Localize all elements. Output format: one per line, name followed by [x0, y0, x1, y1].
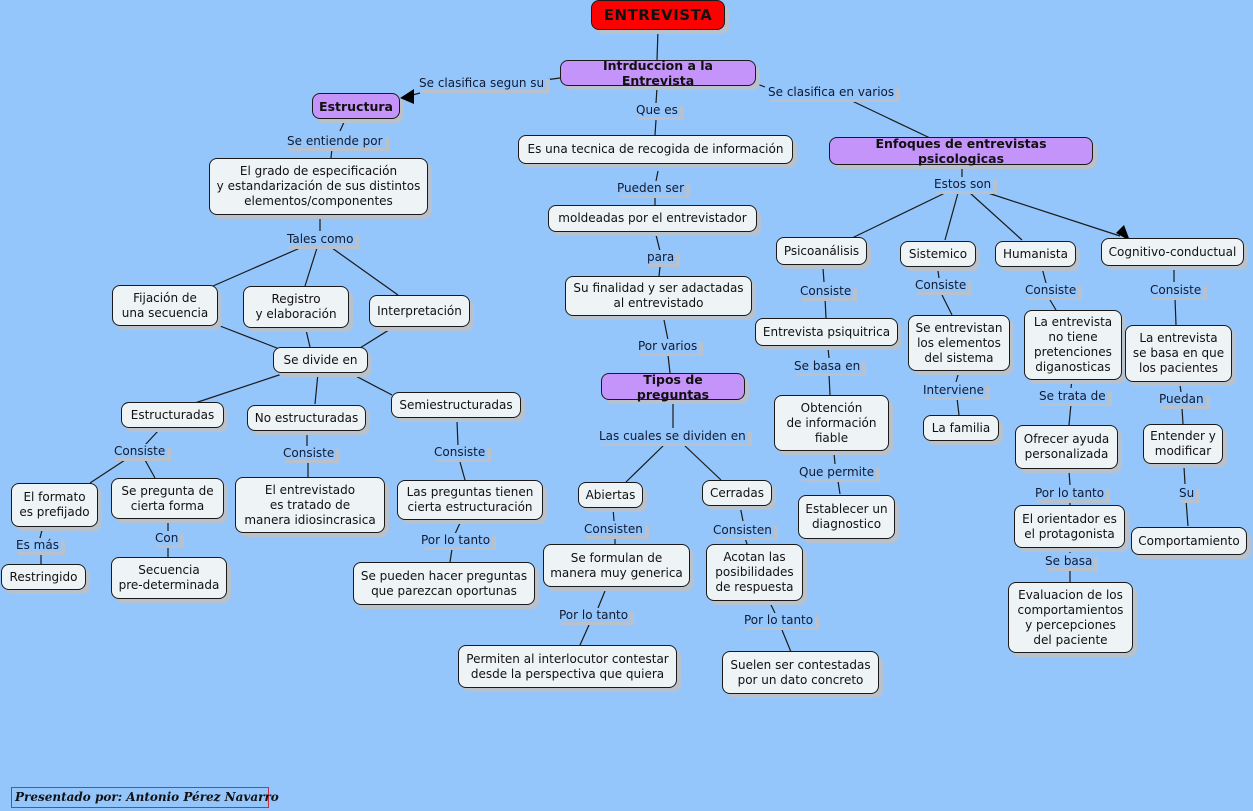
node-acotan[interactable]: Acotan las posibilidades de respuesta [706, 544, 803, 601]
link-label-consiste-humanista: Consiste [1023, 283, 1079, 297]
link-label-por-lo-tanto-cerradas: Por lo tanto [742, 613, 816, 627]
node-humanista[interactable]: Humanista [995, 241, 1076, 267]
node-permiten[interactable]: Permiten al interlocutor contestar desde… [458, 645, 677, 688]
node-tecnica[interactable]: Es una tecnica de recogida de informació… [518, 135, 793, 164]
node-se-formulan[interactable]: Se formulan de manera muy generica [543, 544, 690, 587]
link-label-interviene: Interviene [921, 383, 986, 397]
link-label-puedan: Puedan [1157, 392, 1206, 406]
node-oportunas[interactable]: Se pueden hacer preguntas que parezcan o… [353, 562, 535, 605]
node-finalidad[interactable]: Su finalidad y ser adactadas al entrevis… [565, 276, 752, 316]
node-orientador[interactable]: El orientador es el protagonista [1014, 505, 1125, 548]
node-abiertas[interactable]: Abiertas [578, 482, 643, 508]
author-credit: Presentado por: Antonio Pérez Navarro [11, 787, 279, 808]
link-label-por-lo-tanto-abiertas: Por lo tanto [557, 608, 631, 622]
link-label-su: Su [1177, 486, 1197, 500]
root-node-entrevista[interactable]: ENTREVISTA [591, 0, 725, 30]
node-interpretacion[interactable]: Interpretación [369, 295, 470, 327]
link-label-cuales-dividen: Las cuales se dividen en [597, 429, 748, 443]
node-pregunta-forma[interactable]: Se pregunta de cierta forma [111, 478, 224, 519]
link-label-consisten-abiertas: Consisten [582, 522, 645, 536]
arrow-head-cognitivo [1116, 225, 1130, 241]
link-label-para: para [645, 250, 677, 264]
node-preguntas-tienen[interactable]: Las preguntas tienen cierta estructuraci… [397, 480, 543, 520]
link-label-clasifica-varios: Se clasifica en varios [766, 85, 897, 99]
node-entender-modificar[interactable]: Entender y modificar [1143, 424, 1223, 464]
link-label-consiste-psicoanalisis: Consiste [798, 284, 854, 298]
link-label-que-es: Que es [634, 103, 680, 117]
node-formato-prefijado[interactable]: El formato es prefijado [11, 483, 98, 527]
link-label-consiste-cognitivo: Consiste [1148, 283, 1204, 297]
node-evaluacion[interactable]: Evaluacion de los comportamientos y perc… [1008, 582, 1133, 653]
node-fijacion[interactable]: Fijación de una secuencia [112, 285, 218, 326]
node-cerradas[interactable]: Cerradas [702, 480, 772, 506]
node-se-basa-pacientes[interactable]: La entrevista se basa en que los pacient… [1125, 325, 1232, 382]
link-label-consiste-semi: Consiste [432, 445, 488, 459]
link-label-por-varios: Por varios [636, 339, 700, 353]
link-label-por-lo-tanto-humanista: Por lo tanto [1033, 486, 1107, 500]
node-estructura[interactable]: Estructura [312, 93, 400, 119]
node-restringido[interactable]: Restringido [1, 564, 86, 590]
node-no-estructuradas[interactable]: No estructuradas [247, 405, 366, 431]
link-label-que-permite: Que permite [797, 465, 877, 479]
node-enfoques[interactable]: Enfoques de entrevistas psicologicas [829, 136, 1093, 166]
link-label-clasifica-segun: Se clasifica segun su [417, 76, 547, 90]
link-label-por-lo-tanto-semi: Por lo tanto [419, 533, 493, 547]
node-moldeadas[interactable]: moldeadas por el entrevistador [548, 205, 757, 232]
node-psicoanalisis[interactable]: Psicoanálisis [776, 237, 867, 265]
link-label-con: Con [153, 531, 181, 545]
node-suelen[interactable]: Suelen ser contestadas por un dato concr… [722, 651, 879, 694]
link-label-es-mas: Es más [14, 538, 61, 552]
node-elementos-sistema[interactable]: Se entrevistan los elementos del sistema [908, 315, 1010, 371]
link-label-pueden-ser: Pueden ser [615, 181, 687, 195]
node-familia[interactable]: La familia [923, 415, 999, 441]
node-no-tiene-pretenciones[interactable]: La entrevista no tiene pretenciones diga… [1024, 310, 1122, 380]
node-grado-especificacion[interactable]: El grado de especificación y estandariza… [209, 158, 428, 215]
link-label-consiste-estructuradas: Consiste [112, 444, 168, 458]
link-label-entiende-por: Se entiende por [285, 134, 385, 148]
node-semiestructuradas[interactable]: Semiestructuradas [391, 392, 521, 418]
link-label-consisten-cerradas: Consisten [711, 523, 774, 537]
arrow-head-estructura [400, 89, 414, 104]
node-obtencion[interactable]: Obtención de información fiable [774, 395, 889, 451]
link-label-estos-son: Estos son [932, 177, 994, 191]
link-label-se-basa-en: Se basa en [792, 359, 863, 373]
node-registro[interactable]: Registro y elaboración [243, 286, 349, 328]
node-se-divide-en[interactable]: Se divide en [273, 347, 368, 373]
node-sistemico[interactable]: Sistemico [900, 241, 976, 267]
node-ayuda-personalizada[interactable]: Ofrecer ayuda personalizada [1015, 425, 1118, 469]
link-label-consiste-sistemico: Consiste [913, 278, 969, 292]
node-tipos-preguntas[interactable]: Tipos de preguntas [601, 372, 745, 402]
node-idiosincrasica[interactable]: El entrevistado es tratado de manera idi… [235, 477, 385, 533]
node-secuencia[interactable]: Secuencia pre-determinada [111, 557, 227, 599]
node-entrevista-psiquitrica[interactable]: Entrevista psiquitrica [755, 318, 898, 346]
node-comportamiento[interactable]: Comportamiento [1131, 527, 1247, 555]
node-estructuradas[interactable]: Estructuradas [121, 402, 224, 428]
node-diagnostico[interactable]: Establecer un diagnostico [798, 495, 895, 539]
node-introduccion[interactable]: Intrduccion a la Entrevista [560, 58, 756, 88]
link-label-consiste-no-estructuradas: Consiste [281, 446, 337, 460]
link-label-tales-como: Tales como [285, 232, 356, 246]
link-label-se-basa: Se basa [1043, 554, 1095, 568]
node-cognitivo-conductual[interactable]: Cognitivo-conductual [1101, 238, 1244, 266]
link-label-se-trata-de: Se trata de [1037, 389, 1108, 403]
